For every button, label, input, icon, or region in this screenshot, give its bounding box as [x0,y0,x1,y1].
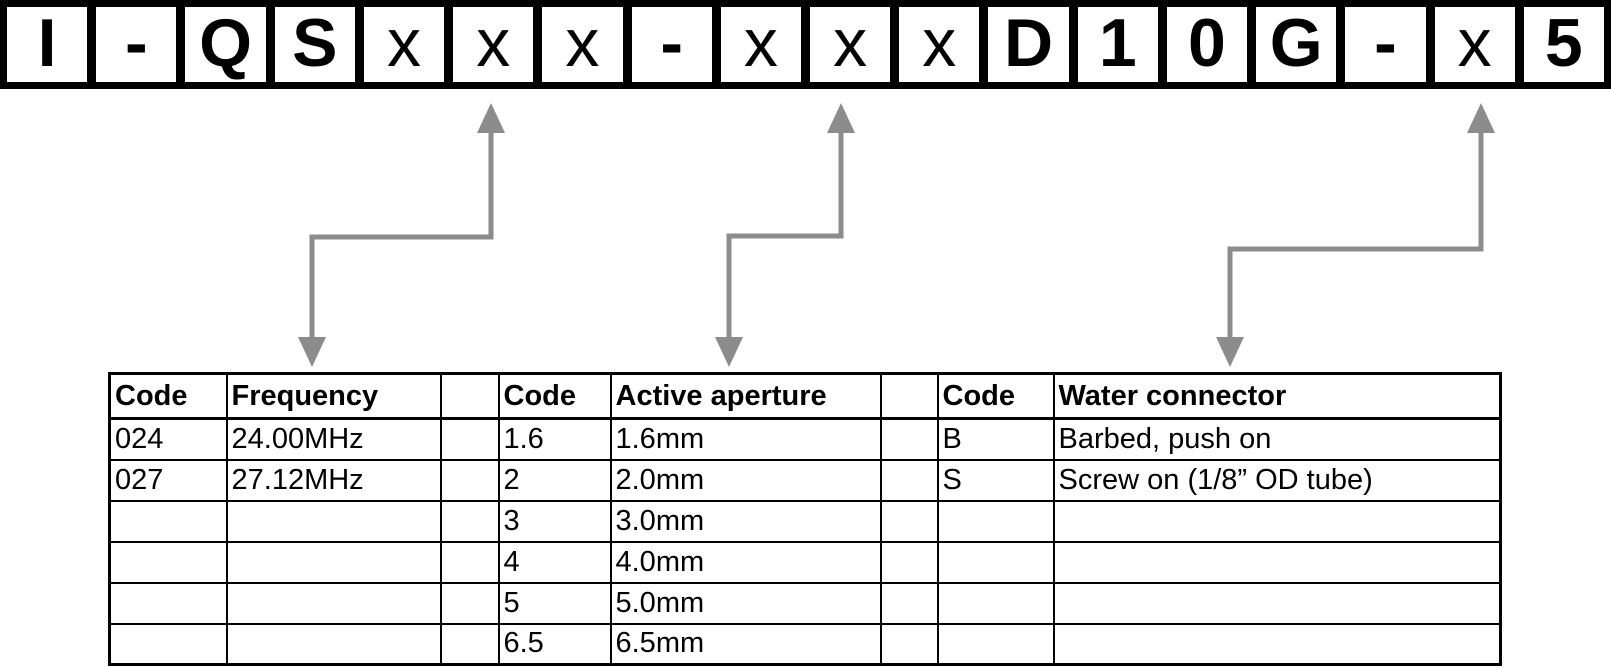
frequency-code-cell [108,581,228,625]
part-number-box-4: S [274,7,364,82]
spacer-cell [879,417,939,461]
water_connector-value-cell: Screw on (1/8” OD tube) [1052,458,1502,502]
water_connector-value-cell [1052,540,1502,584]
frequency-value-cell [225,622,442,666]
frequency-code-cell [108,499,228,543]
spacer-cell [879,458,939,502]
active-aperture-arrow-icon [715,103,855,367]
water-connector-arrow-icon [1216,103,1495,367]
spacer-cell [879,372,939,420]
water_connector-code-header: Code [936,372,1055,420]
part-number-box-11: x [899,7,989,82]
frequency-value-cell [225,499,442,543]
frequency-code-header: Code [108,372,228,420]
part-number-box-17: x [1434,7,1524,82]
spacer-cell [879,581,939,625]
frequency-code-cell: 027 [108,458,228,502]
part-number-box-14: 0 [1166,7,1257,82]
frequency-value-cell: 27.12MHz [225,458,442,502]
spacer-cell [439,581,500,625]
spacer-cell [879,499,939,543]
part-number-box-7: x [542,7,632,82]
active_aperture-value-cell: 5.0mm [609,581,882,625]
frequency-value-cell [225,581,442,625]
part-number-box-12: D [988,7,1078,82]
spacer-cell [439,499,500,543]
active_aperture-value-cell: 3.0mm [609,499,882,543]
spacer-cell [439,458,500,502]
water_connector-code-cell: S [936,458,1055,502]
part-number-box-15: G [1256,7,1346,82]
frequency-code-cell [108,540,228,584]
water_connector-value-cell [1052,581,1502,625]
active_aperture-code-cell: 2 [497,458,612,502]
frequency-arrow-icon [298,103,505,367]
part-number-box-5: x [363,7,454,82]
water_connector-code-cell [936,540,1055,584]
part-number-box-3: Q [185,7,275,82]
water_connector-value-header: Water connector [1052,372,1502,420]
water_connector-code-cell [936,622,1055,666]
active_aperture-value-cell: 1.6mm [609,417,882,461]
active_aperture-code-cell: 4 [497,540,612,584]
water_connector-value-cell: Barbed, push on [1052,417,1502,461]
frequency-code-cell [108,622,228,666]
frequency-value-cell: 24.00MHz [225,417,442,461]
active_aperture-code-header: Code [497,372,612,420]
part-number-box-13: 1 [1077,7,1167,82]
frequency-value-header: Frequency [225,372,442,420]
water_connector-code-cell [936,581,1055,625]
active_aperture-value-cell: 4.0mm [609,540,882,584]
part-number-box-6: x [453,7,543,82]
spacer-cell [879,540,939,584]
spacer-cell [439,622,500,666]
part-number-box-16: - [1345,7,1435,82]
active_aperture-code-cell: 1.6 [497,417,612,461]
part-number-box-1: I [7,7,97,82]
active_aperture-value-header: Active aperture [609,372,882,420]
spacer-cell [879,622,939,666]
part-number-box-10: x [809,7,900,82]
part-number-box-9: x [720,7,810,82]
active_aperture-code-cell: 6.5 [497,622,612,666]
part-number-box-18: 5 [1523,7,1604,82]
water_connector-value-cell [1052,499,1502,543]
part-number-box-8: - [631,7,721,82]
spacer-cell [439,372,500,420]
part-number-box-2: - [96,7,186,82]
active_aperture-value-cell: 2.0mm [609,458,882,502]
active_aperture-value-cell: 6.5mm [609,622,882,666]
active_aperture-code-cell: 3 [497,499,612,543]
active_aperture-code-cell: 5 [497,581,612,625]
spacer-cell [439,417,500,461]
water_connector-value-cell [1052,622,1502,666]
frequency-value-cell [225,540,442,584]
water_connector-code-cell: B [936,417,1055,461]
frequency-code-cell: 024 [108,417,228,461]
water_connector-code-cell [936,499,1055,543]
spacer-cell [439,540,500,584]
